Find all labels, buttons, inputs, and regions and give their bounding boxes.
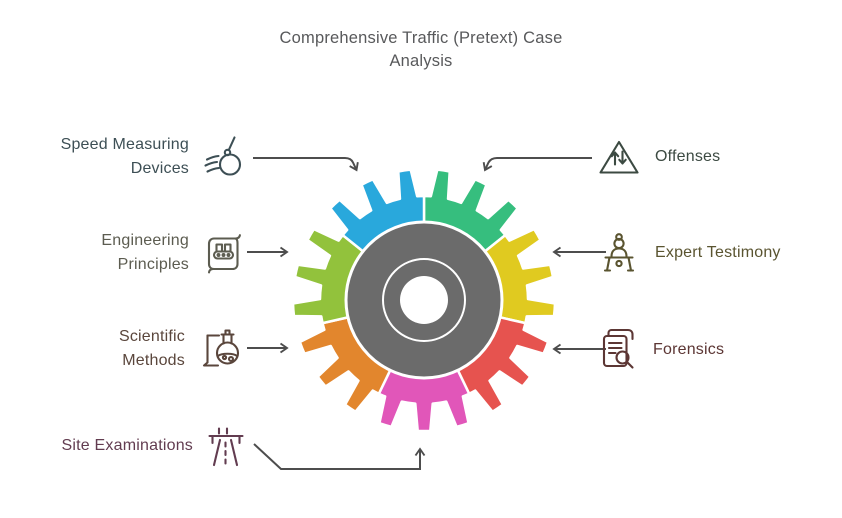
gear-hub <box>344 220 504 380</box>
label-row-expert-testimony: Expert Testimony <box>598 231 838 275</box>
label-forensics: Forensics <box>653 341 725 358</box>
label-row-site-examinations: Site Examinations <box>16 424 246 468</box>
speed-gauge-icon <box>202 134 248 180</box>
label-row-speed-measuring-devices: Speed Measuring Devices <box>16 127 248 187</box>
road-gantry-icon <box>206 424 246 468</box>
label-site-examinations: Site Examinations <box>61 437 193 454</box>
label-offenses: Offenses <box>655 148 721 165</box>
label-scientific-methods: Scientific Methods <box>118 328 185 369</box>
blueprint-icon <box>202 232 244 274</box>
warning-triangle-icon <box>598 138 640 176</box>
label-row-offenses: Offenses <box>598 137 838 177</box>
gear-hub-ring <box>382 258 466 342</box>
gear-hub-hole <box>400 276 448 324</box>
clipboard-search-icon <box>598 328 638 372</box>
label-speed-measuring-devices: Speed Measuring Devices <box>60 136 189 177</box>
flask-icon <box>198 326 244 372</box>
gear-diagram <box>291 168 557 433</box>
page-title: Comprehensive Traffic (Pretext) Case Ana… <box>279 29 563 70</box>
label-engineering-principles: Engineering Principles <box>101 232 189 273</box>
arrow-site-examinations <box>253 443 426 470</box>
podium-icon <box>598 231 640 275</box>
label-row-forensics: Forensics <box>598 328 838 372</box>
label-row-scientific-methods: Scientific Methods <box>16 320 244 378</box>
label-row-engineering-principles: Engineering Principles <box>16 225 244 281</box>
label-expert-testimony: Expert Testimony <box>655 244 781 261</box>
